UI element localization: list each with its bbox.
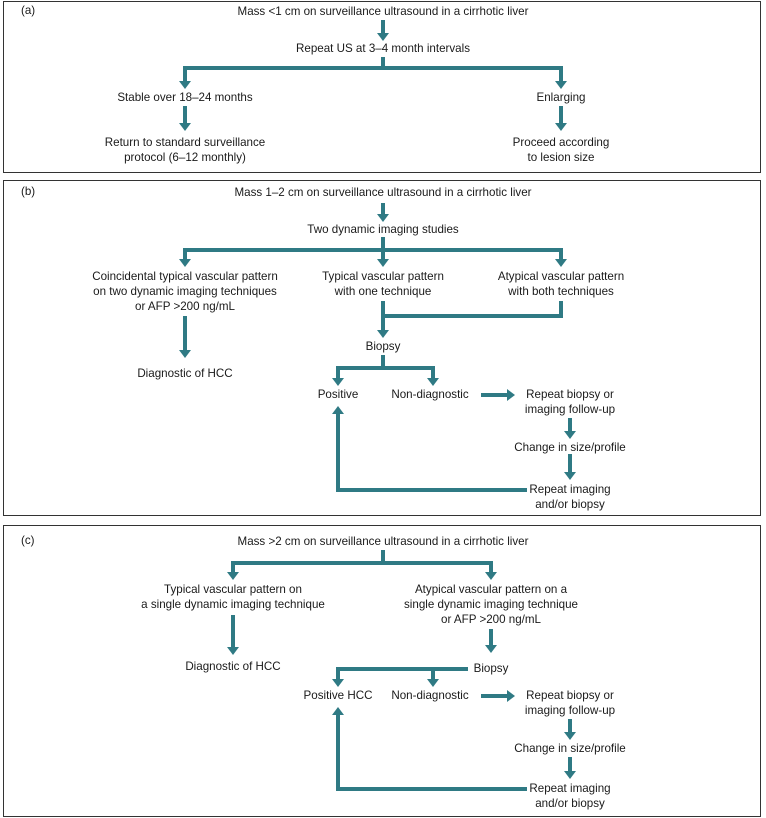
c-repeat-imaging-line2: and/or biopsy — [535, 797, 605, 810]
a-return-line1: Return to standard surveillance — [104, 136, 266, 149]
c-atypical-line2: single dynamic imaging technique — [403, 598, 579, 611]
panel-b-label: (b) — [21, 185, 36, 198]
c-typical-line1: Typical vascular pattern on — [164, 583, 302, 596]
b-typical-line1: Typical vascular pattern — [322, 270, 444, 283]
c-atypical-line1: Atypical vascular pattern on a — [414, 583, 568, 596]
b-positive-node: Positive — [317, 388, 359, 401]
a-start-node: Mass <1 cm on surveillance ultrasound in… — [237, 5, 529, 18]
b-atypical-line2: with both techniques — [508, 285, 614, 298]
b-dynamic-node: Two dynamic imaging studies — [307, 223, 459, 236]
c-repeat-biopsy-line2: imaging follow-up — [524, 704, 616, 717]
panel-a-label: (a) — [21, 4, 36, 17]
b-biopsy-node: Biopsy — [365, 340, 401, 353]
panel-c — [3, 525, 761, 817]
b-coincidental-line2: on two dynamic imaging techniques — [93, 285, 277, 298]
b-typical-line2: with one technique — [334, 285, 432, 298]
a-proceed-line1: Proceed according — [512, 136, 610, 149]
b-coincidental-line3: or AFP >200 ng/mL — [134, 300, 236, 313]
c-repeat-imaging-line1: Repeat imaging — [529, 782, 611, 795]
a-repeat-node: Repeat US at 3–4 month intervals — [295, 42, 471, 55]
a-stable-node: Stable over 18–24 months — [117, 91, 253, 104]
c-nondiagnostic-node: Non-diagnostic — [391, 689, 469, 702]
a-proceed-line2: to lesion size — [527, 151, 595, 164]
panel-c-label: (c) — [21, 534, 35, 547]
b-change-node: Change in size/profile — [514, 441, 626, 454]
a-return-line2: protocol (6–12 monthly) — [124, 151, 246, 164]
b-repeat-imaging-line2: and/or biopsy — [535, 498, 605, 511]
b-repeat-imaging-line1: Repeat imaging — [529, 483, 611, 496]
b-atypical-line1: Atypical vascular pattern — [497, 270, 625, 283]
c-positive-node: Positive HCC — [303, 689, 373, 702]
b-nondiagnostic-node: Non-diagnostic — [391, 388, 469, 401]
c-repeat-biopsy-line1: Repeat biopsy or — [526, 689, 614, 702]
c-biopsy-node: Biopsy — [473, 662, 509, 675]
b-start-node: Mass 1–2 cm on surveillance ultrasound i… — [234, 186, 532, 199]
c-start-node: Mass >2 cm on surveillance ultrasound in… — [237, 535, 529, 548]
b-diagnostic-node: Diagnostic of HCC — [137, 367, 233, 380]
b-repeat-biopsy-line1: Repeat biopsy or — [526, 388, 614, 401]
b-repeat-biopsy-line2: imaging follow-up — [524, 403, 616, 416]
c-typical-line2: a single dynamic imaging technique — [141, 598, 325, 611]
a-enlarging-node: Enlarging — [536, 91, 586, 104]
b-coincidental-line1: Coincidental typical vascular pattern — [92, 270, 278, 283]
c-diagnostic-node: Diagnostic of HCC — [185, 660, 281, 673]
c-atypical-line3: or AFP >200 ng/mL — [440, 613, 542, 626]
c-change-node: Change in size/profile — [514, 742, 626, 755]
